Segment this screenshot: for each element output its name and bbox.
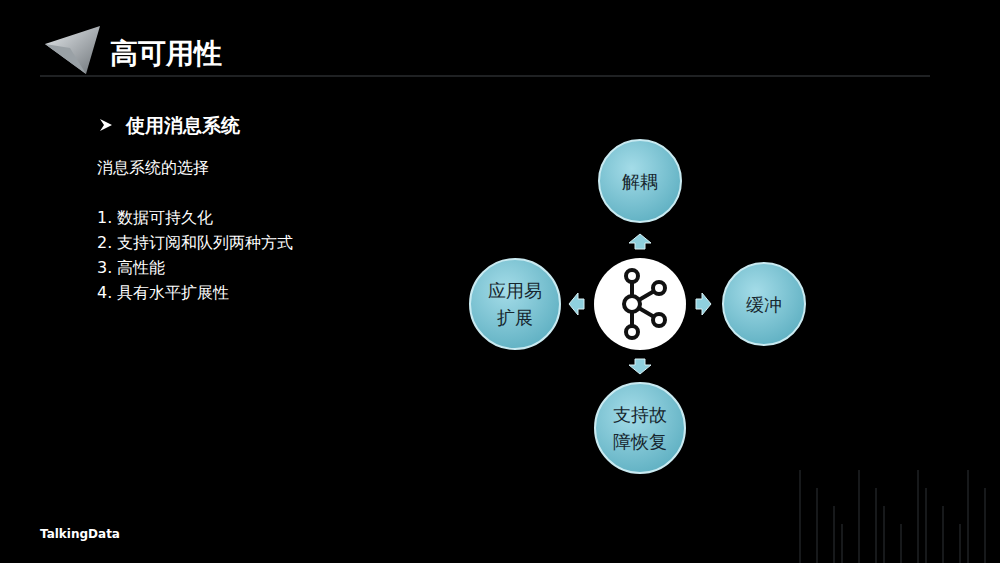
list-item: 1. 数据可持久化 xyxy=(97,208,213,229)
circle-shape xyxy=(468,257,562,351)
topic-circle: 应用易扩展 xyxy=(468,257,562,351)
circle-label: 解耦 xyxy=(612,168,668,195)
logo xyxy=(45,44,86,74)
kafka-icon xyxy=(624,270,665,338)
brand-mark: TalkingData xyxy=(40,527,120,541)
circle-label: 应用易扩展 xyxy=(487,277,543,331)
list-item: 3. 高性能 xyxy=(97,258,165,279)
corner-lines xyxy=(800,470,985,563)
sub-heading: 消息系统的选择 xyxy=(97,158,209,179)
list-item: 2. 支持订阅和队列两种方式 xyxy=(97,233,293,254)
slide-title: 高可用性 xyxy=(110,35,222,73)
topic-circle: 解耦 xyxy=(597,138,683,224)
circle-shape xyxy=(593,381,687,475)
circle-label: 缓冲 xyxy=(736,291,792,318)
topic-circle: 缓冲 xyxy=(721,261,807,347)
logo xyxy=(45,26,100,74)
bullet-arrow xyxy=(100,119,112,131)
bullet-heading: 使用消息系统 xyxy=(126,113,240,139)
hub-circle xyxy=(594,258,686,350)
direction-arrow xyxy=(569,234,711,374)
topic-circle: 支持故障恢复 xyxy=(593,381,687,475)
title-rule xyxy=(40,76,930,77)
list-item: 4. 具有水平扩展性 xyxy=(97,283,229,304)
hub-diagram xyxy=(569,234,711,374)
circle-label: 支持故障恢复 xyxy=(612,401,668,455)
